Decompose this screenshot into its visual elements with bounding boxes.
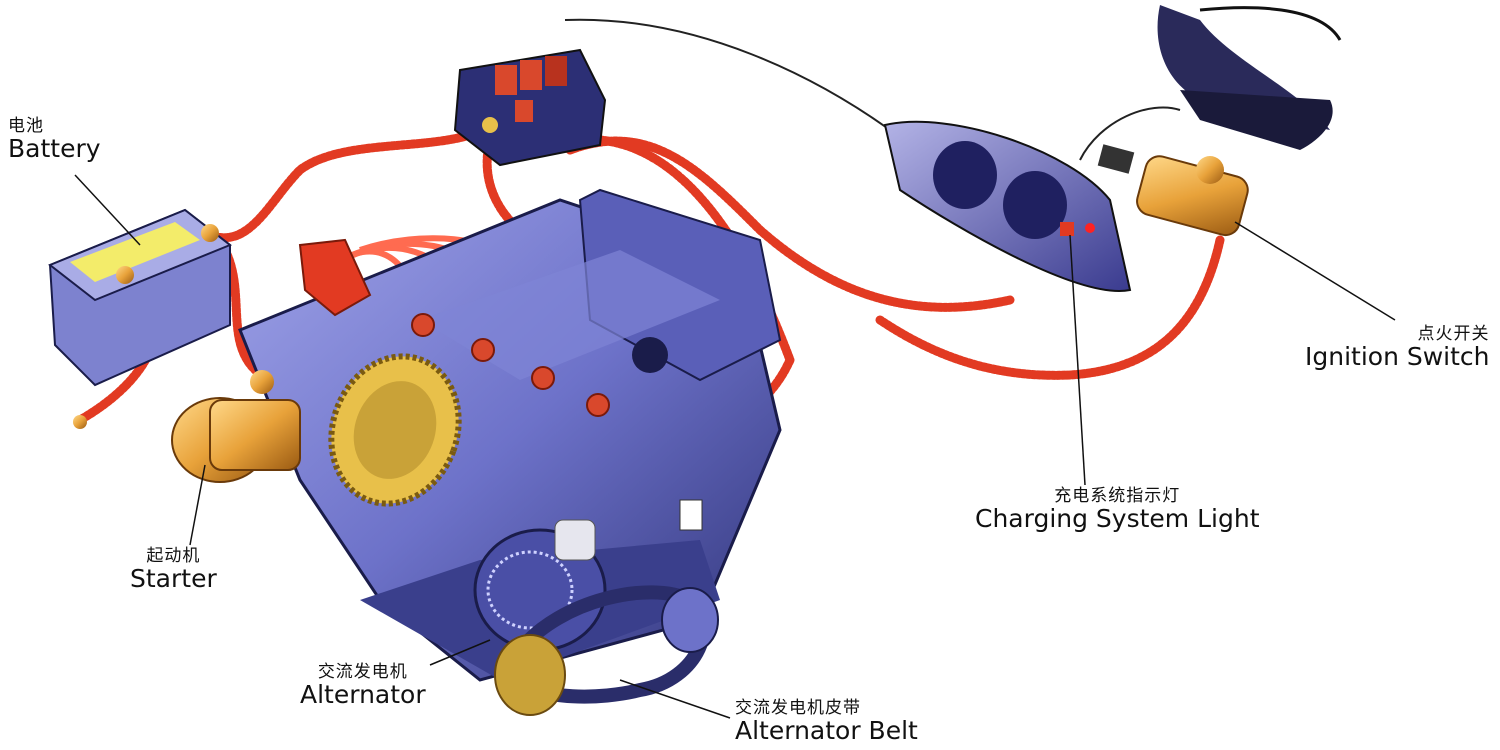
ignition-switch-label-zh: 点火开关 — [1417, 324, 1490, 344]
alternator-label-en: Alternator — [300, 679, 426, 709]
ignition-switch-label: 点火开关 Ignition Switch — [1305, 324, 1490, 371]
starter-label-en: Starter — [130, 563, 217, 593]
steering-wheel — [1157, 5, 1342, 150]
spark-plug-boots — [411, 313, 610, 417]
starter-motor — [171, 370, 301, 483]
battery — [48, 208, 232, 429]
ignition-switch-label-en: Ignition Switch — [1305, 341, 1490, 371]
dashboard-edge — [1079, 106, 1181, 161]
alternator-belt-label-en: Alternator Belt — [735, 715, 918, 745]
distributor-cap — [298, 238, 372, 317]
alternator — [473, 519, 607, 652]
charging-light-label: 充电系统指示灯 Charging System Light — [975, 486, 1260, 533]
alternator-label-zh: 交流发电机 — [317, 662, 408, 682]
starter-label-zh: 起动机 — [146, 546, 201, 566]
alternator-belt-label: 交流发电机皮带 Alternator Belt — [735, 698, 918, 745]
starter-label: 起动机 Starter — [130, 546, 217, 593]
charging-light-label-en: Charging System Light — [975, 503, 1260, 533]
fuse-box — [453, 48, 607, 167]
alternator-label: 交流发电机 Alternator — [300, 662, 426, 709]
battery-label-zh: 电池 — [8, 116, 44, 136]
battery-label-en: Battery — [8, 133, 101, 163]
instrument-cluster — [883, 120, 1132, 292]
engine — [238, 188, 782, 682]
alternator-belt-label-zh: 交流发电机皮带 — [735, 698, 861, 718]
alternator-belt — [494, 585, 719, 716]
ignition-switch — [1097, 144, 1249, 237]
leader-lines — [74, 174, 1396, 719]
dashboard-outline — [564, 18, 891, 131]
charging-light-label-zh: 充电系统指示灯 — [1054, 486, 1181, 506]
battery-label: 电池 Battery — [8, 116, 101, 163]
timing-gear — [328, 353, 462, 507]
